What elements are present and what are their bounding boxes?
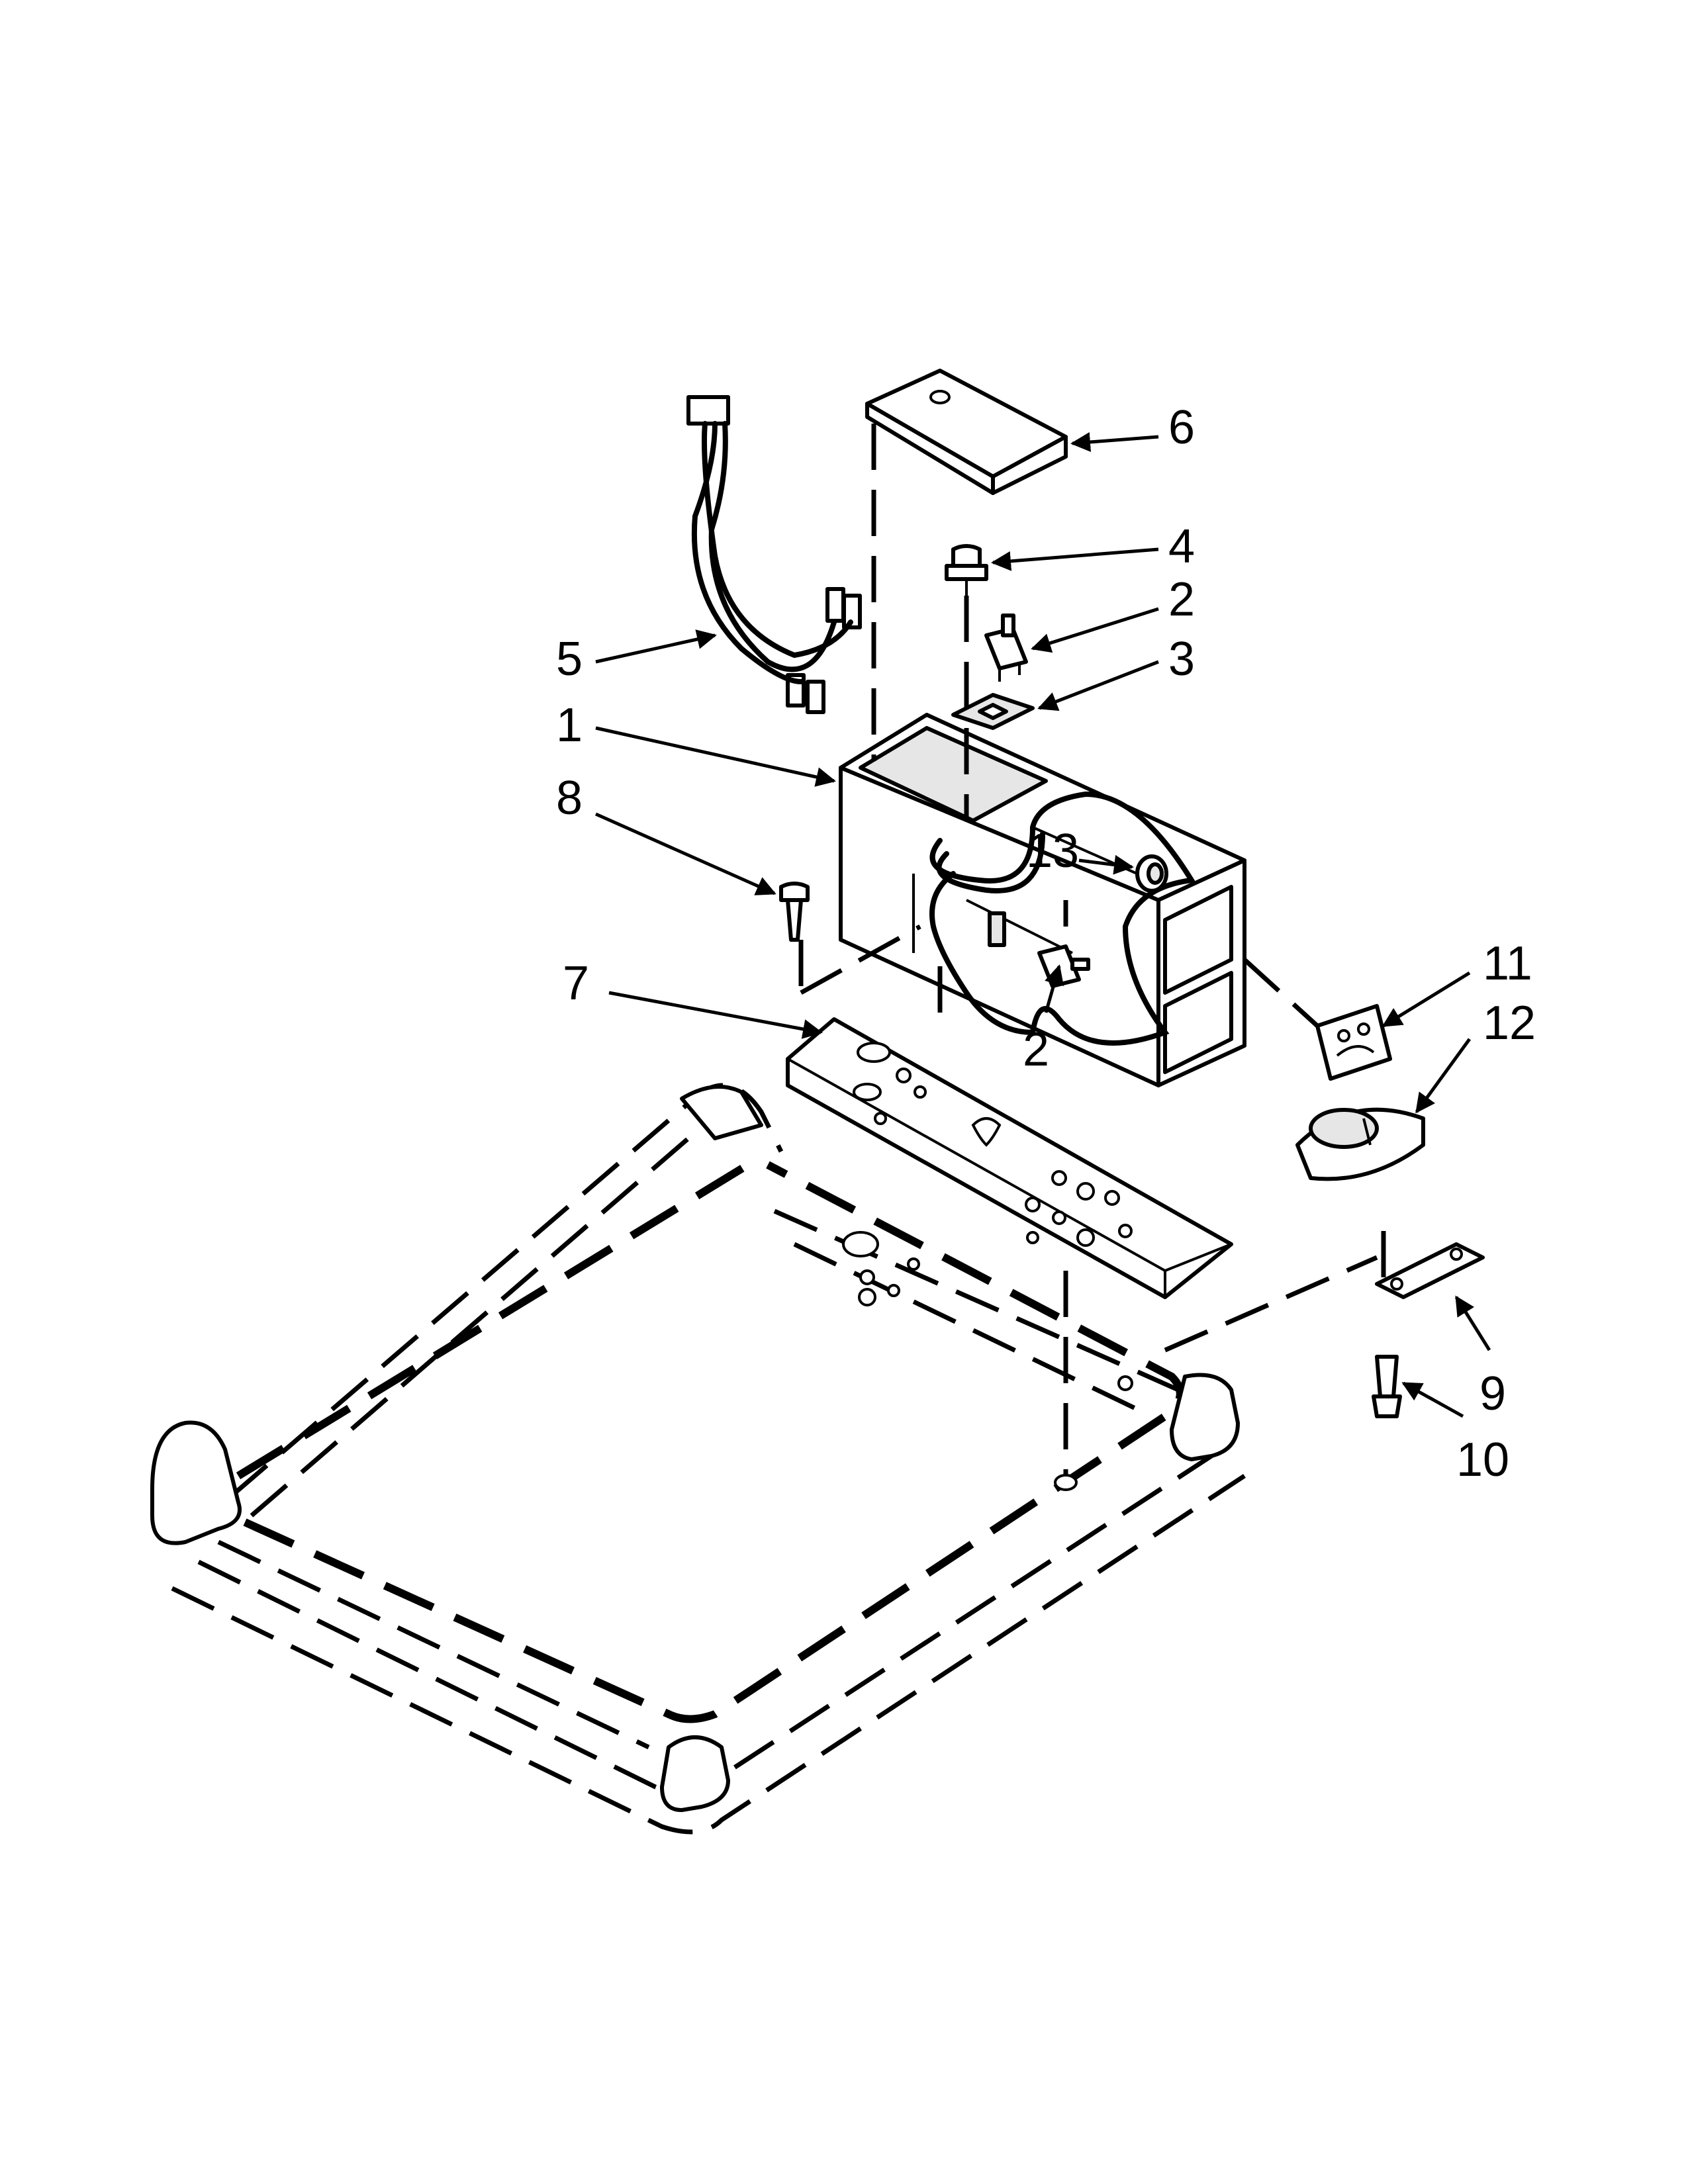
callout-9: 9 (1479, 1367, 1506, 1420)
callout-7: 7 (563, 957, 589, 1010)
callout-3: 3 (1168, 633, 1195, 686)
part-8-screw (779, 882, 810, 942)
callout-11: 11 (1483, 937, 1532, 990)
callout-12: 12 (1483, 997, 1536, 1050)
part-3-bracket (951, 693, 1035, 730)
part-1-console-box (839, 713, 1246, 1087)
part-2-switch-upper (984, 614, 1028, 682)
callout-2-upper: 2 (1168, 573, 1195, 626)
callout-labels: 6 4 2 3 5 1 8 13 7 2 11 12 9 10 (556, 401, 1536, 1486)
part-4-screw (945, 544, 988, 596)
top-frame (150, 1083, 1246, 1835)
part-5-wire-harness (686, 395, 862, 714)
callout-2-lower: 2 (1023, 1023, 1049, 1076)
callout-8: 8 (556, 772, 583, 825)
callout-6: 6 (1168, 401, 1195, 454)
leader-lines (594, 432, 1491, 1418)
part-13-grommet (1135, 854, 1168, 893)
part-10-screw (1372, 1355, 1402, 1418)
part-7-mounting-plate (786, 1017, 1233, 1299)
callout-10: 10 (1456, 1433, 1509, 1486)
callout-4: 4 (1168, 520, 1195, 573)
callout-1: 1 (556, 699, 583, 752)
part-11-plate (1315, 1004, 1392, 1081)
assembly-guides (798, 424, 1386, 1476)
callout-5: 5 (556, 633, 583, 686)
part-9-bracket (1375, 1242, 1485, 1299)
callout-13: 13 (1026, 825, 1079, 878)
part-6-cover (865, 369, 1068, 495)
part-12-cap (1295, 1107, 1425, 1181)
